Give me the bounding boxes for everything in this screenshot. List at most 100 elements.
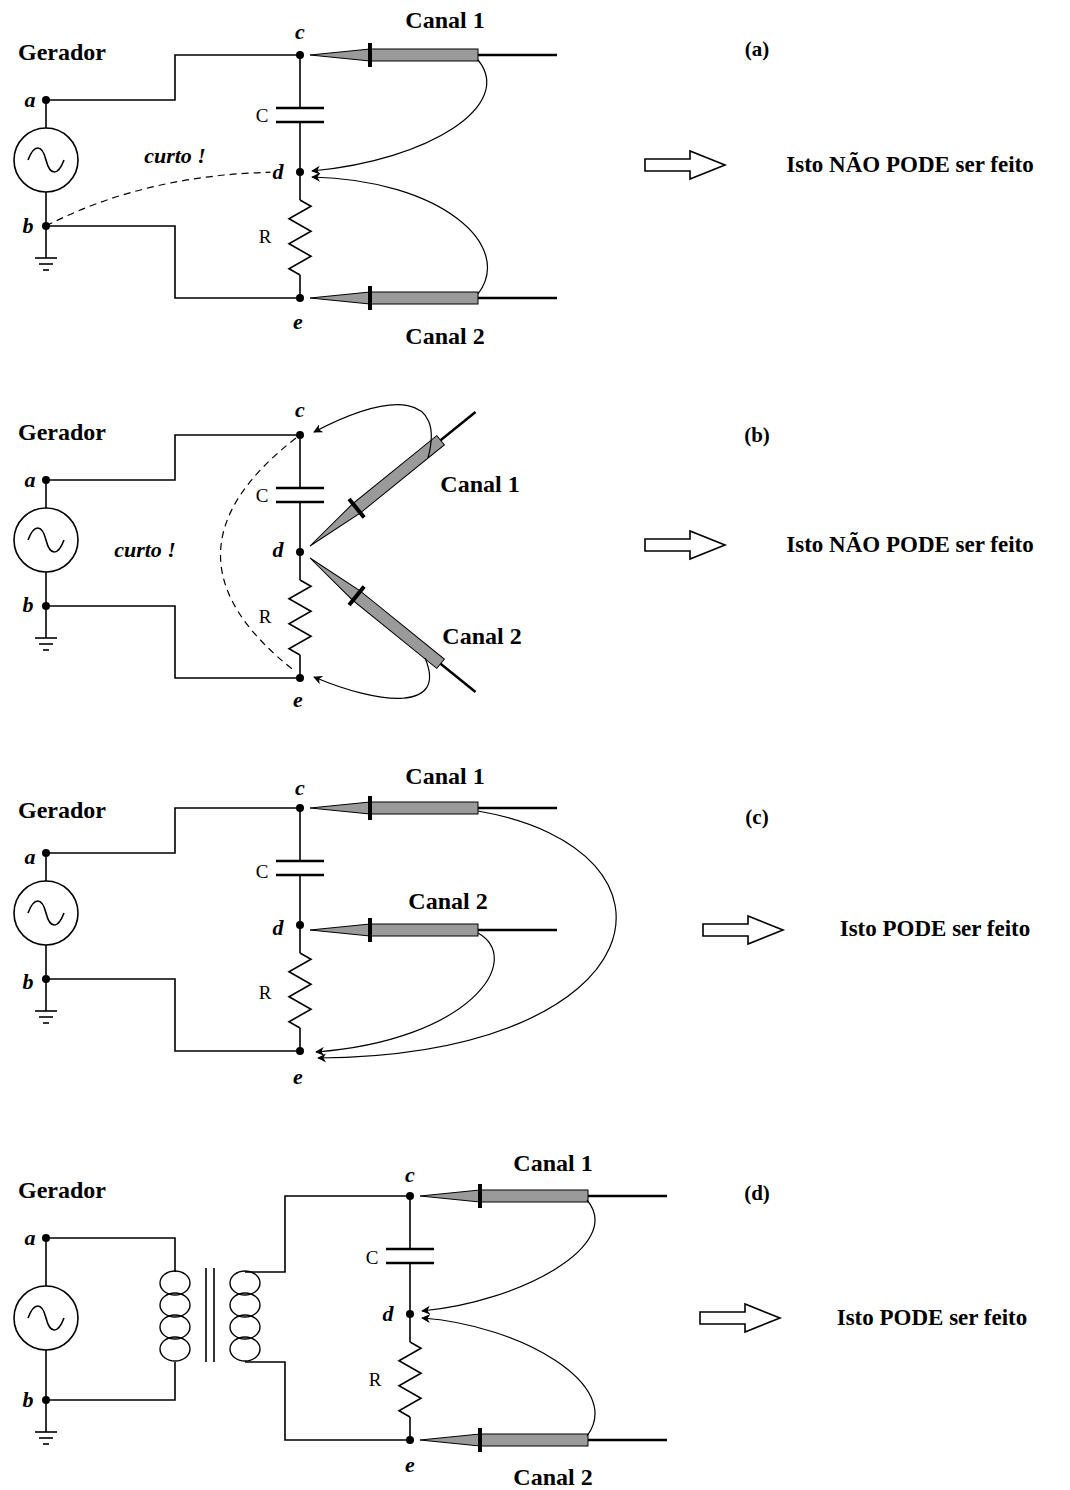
wire: [299, 808, 301, 861]
short-label: curto !: [112, 538, 178, 562]
terminal-dot: [296, 168, 304, 176]
generator-label: Gerador: [16, 797, 108, 823]
wire: [46, 226, 300, 298]
sine-symbol: [28, 148, 64, 172]
probe-body: [370, 292, 478, 304]
terminal-dot: [296, 51, 304, 59]
wire: [46, 1238, 175, 1272]
terminal-dot: [42, 849, 50, 857]
wire: [299, 502, 301, 552]
probe-guard: [478, 1184, 482, 1208]
capacitor-plate: [276, 860, 324, 863]
transformer-core: [213, 1268, 215, 1362]
oscilloscope-probe: [420, 1184, 667, 1208]
wire: [299, 55, 301, 108]
verdict-note: Isto PODE ser feito: [835, 1305, 1030, 1330]
probe-tip: [310, 49, 370, 61]
capacitor-plate: [386, 1248, 434, 1251]
wire: [45, 853, 47, 881]
transformer-coil: [230, 1271, 260, 1295]
ground-symbol: [39, 1016, 53, 1018]
ground-lead: [312, 60, 487, 171]
block-arrow: [645, 531, 725, 559]
terminal-dot: [296, 431, 304, 439]
probe-guard: [349, 499, 364, 518]
node-letter: d: [271, 916, 286, 940]
probe-body: [480, 1434, 588, 1446]
short-circuit-line: [221, 438, 297, 672]
oscilloscope-probe: [310, 43, 557, 67]
panel-tag: (c): [743, 806, 770, 829]
node-letter: d: [271, 538, 286, 562]
verdict-note: Isto NÃO PODE ser feito: [784, 532, 1035, 557]
ground-symbol: [43, 1443, 49, 1445]
capacitor-plate: [276, 487, 324, 490]
transformer-coil: [160, 1271, 190, 1295]
ground-lead: [422, 1318, 595, 1436]
probe-guard: [368, 286, 372, 310]
probe-tip: [306, 504, 360, 551]
resistor-symbol: [399, 1342, 421, 1417]
probe-tip: [310, 802, 370, 814]
component-label: R: [257, 227, 274, 248]
probe-cable: [478, 807, 557, 810]
probe-guard: [368, 796, 372, 820]
component-label: C: [254, 862, 271, 883]
ground-lead: [314, 405, 431, 458]
node-letter: b: [21, 1388, 36, 1412]
probe-cable: [478, 929, 557, 932]
block-arrow: [645, 151, 725, 179]
node-letter: c: [293, 20, 307, 44]
generator-symbol: [14, 881, 78, 945]
component-label: C: [254, 106, 271, 127]
generator-label: Gerador: [16, 419, 108, 445]
probe-guard: [349, 586, 364, 605]
component-label: R: [367, 1370, 384, 1391]
terminal-dot: [42, 476, 50, 484]
ground-wire: [45, 226, 47, 258]
resistor-symbol: [289, 580, 311, 655]
ground-symbol: [39, 263, 53, 265]
node-letter: c: [293, 776, 307, 800]
verdict-note: Isto NÃO PODE ser feito: [784, 152, 1035, 177]
probe-cable: [441, 664, 476, 692]
sine-symbol: [28, 1306, 64, 1330]
channel-label: Canal 1: [403, 763, 486, 789]
probe-body: [353, 591, 444, 668]
probe-body: [370, 924, 478, 936]
wire: [245, 1196, 410, 1272]
probe-guard: [478, 1428, 482, 1452]
transformer-coil: [230, 1293, 260, 1317]
panel-tag: (a): [743, 38, 772, 61]
ground-symbol: [43, 1022, 49, 1024]
probe-guard: [368, 43, 372, 67]
oscilloscope-probe: [310, 796, 557, 820]
channel-label: Canal 1: [511, 1150, 594, 1176]
terminal-dot: [296, 921, 304, 929]
wire: [45, 945, 47, 979]
probe-cable: [478, 297, 557, 300]
ground-symbol: [43, 269, 49, 271]
verdict-note: Isto PODE ser feito: [838, 916, 1033, 941]
ground-symbol: [35, 637, 57, 639]
node-letter: b: [21, 593, 36, 617]
component-label: C: [254, 486, 271, 507]
probe-cable: [588, 1439, 667, 1442]
ground-symbol: [39, 1437, 53, 1439]
panel-tag: (b): [742, 424, 772, 447]
terminal-dot: [296, 674, 304, 682]
terminal-dot: [296, 1047, 304, 1055]
node-letter: c: [293, 398, 307, 422]
block-arrow: [703, 916, 783, 944]
generator-symbol: [14, 1286, 78, 1350]
wire: [46, 979, 300, 1051]
terminal-dot: [296, 804, 304, 812]
ground-wire: [45, 979, 47, 1011]
probe-body: [480, 1190, 588, 1202]
wire: [45, 100, 47, 128]
channel-label: Canal 1: [403, 7, 486, 33]
wire: [45, 572, 47, 606]
node-letter: a: [23, 1226, 38, 1250]
